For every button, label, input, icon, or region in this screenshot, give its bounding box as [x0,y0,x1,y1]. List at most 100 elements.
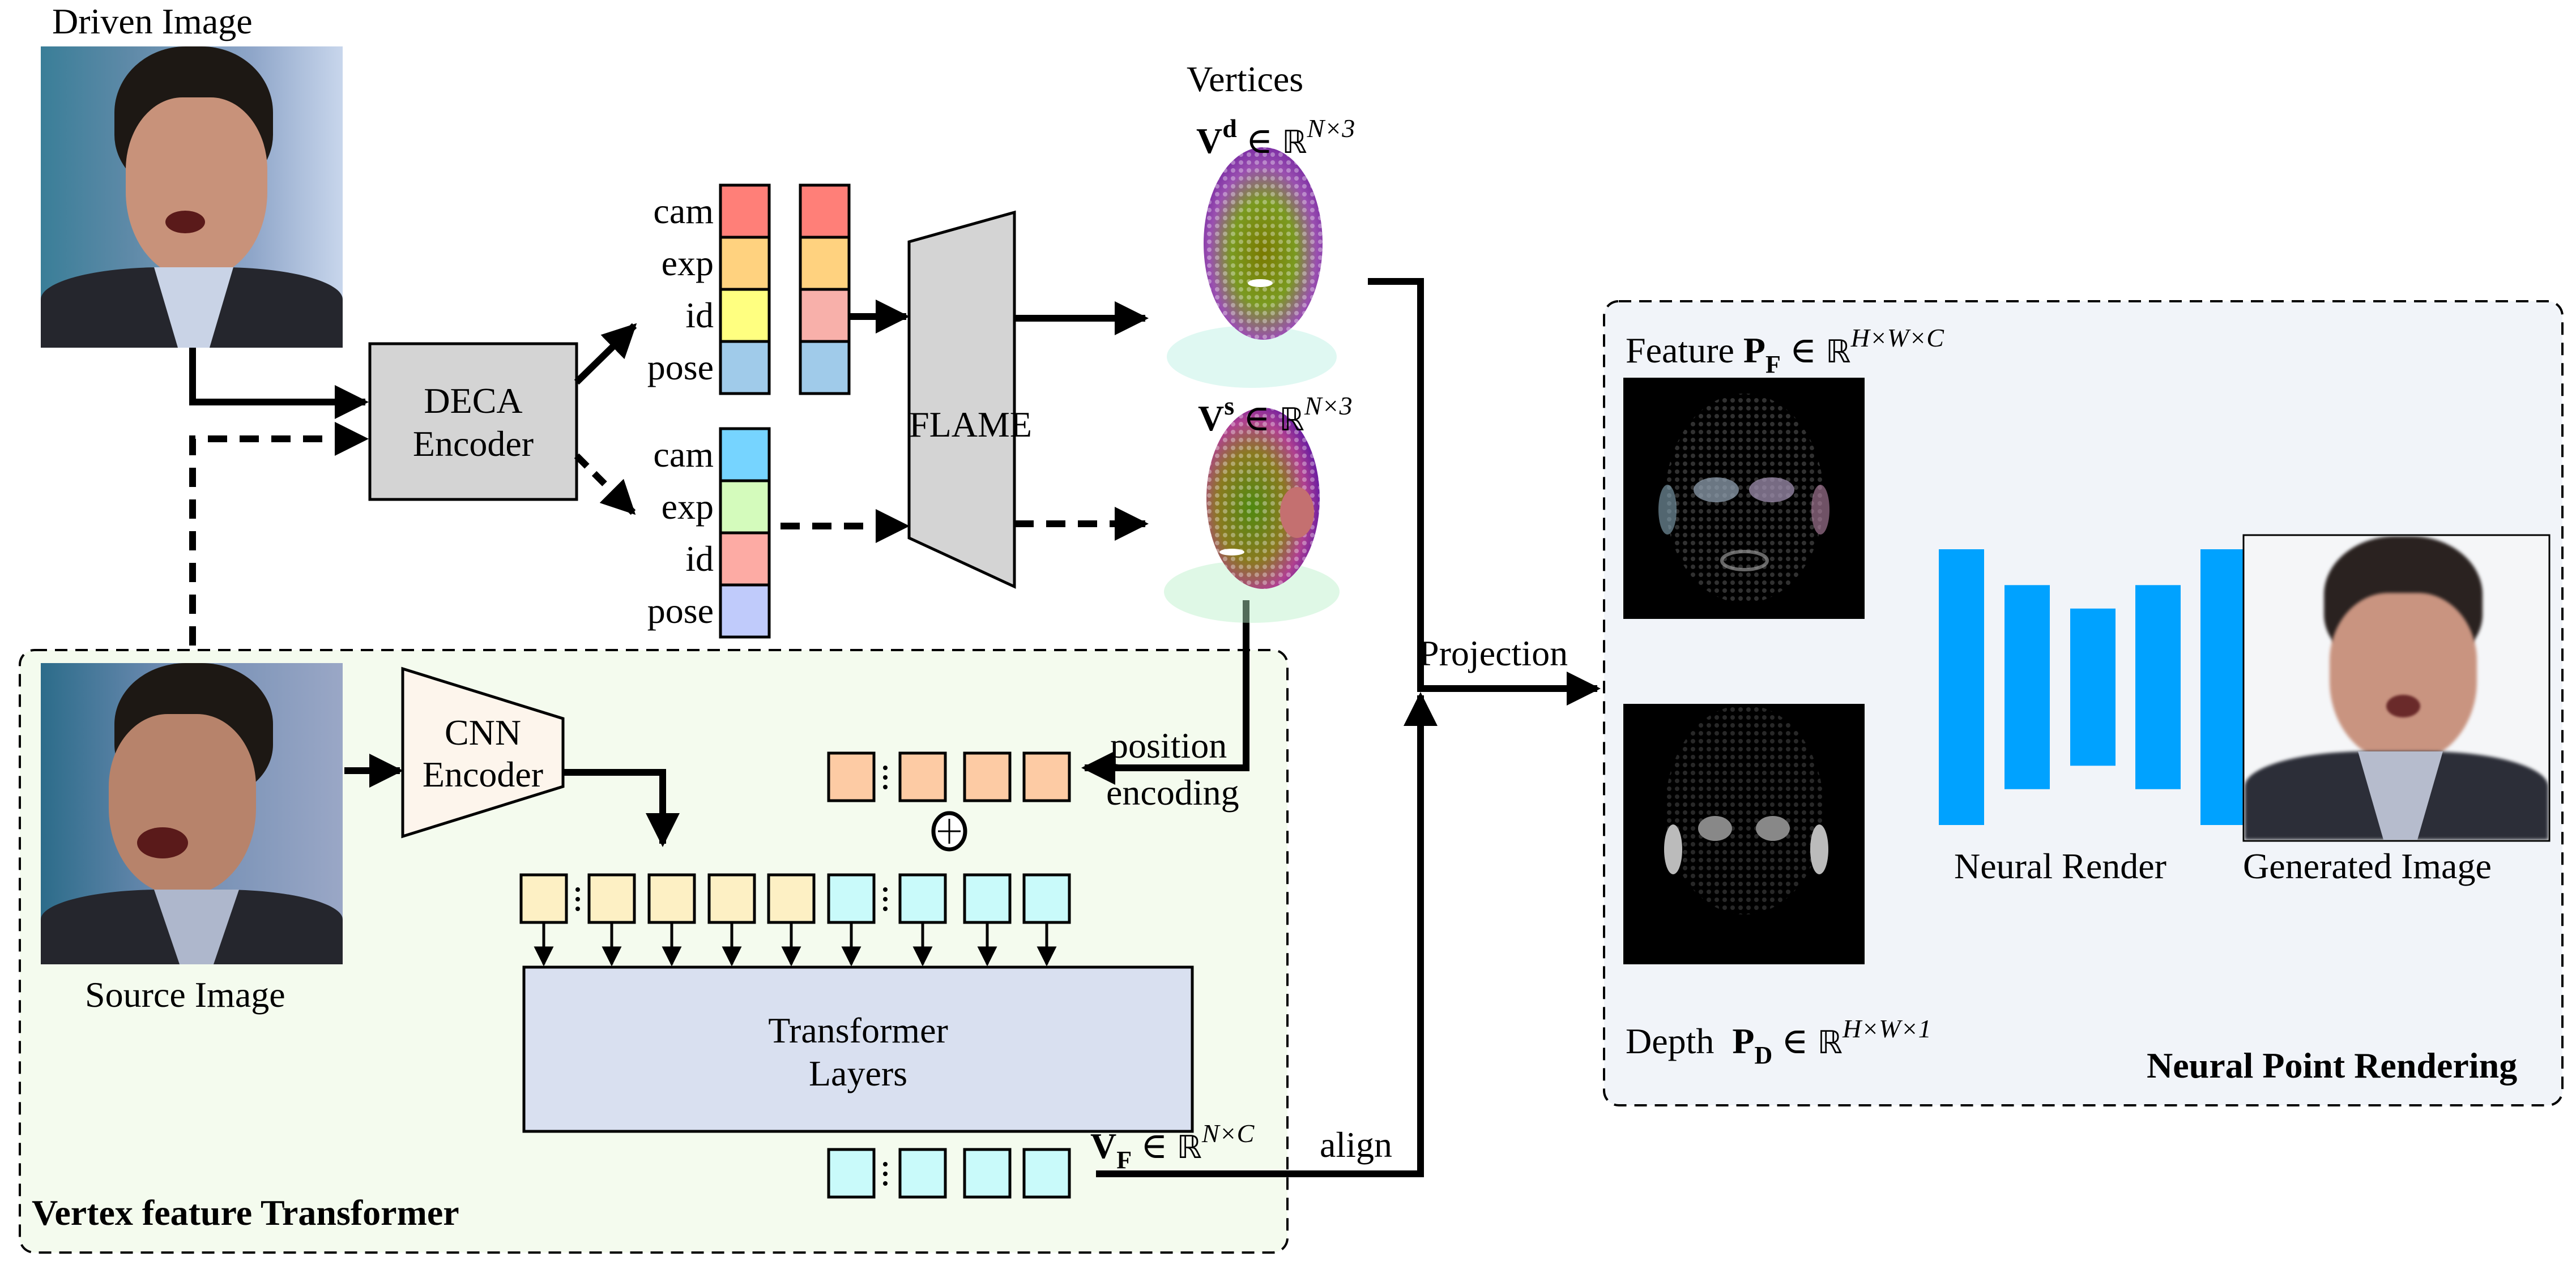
source-params-stack-cell-id [719,531,771,587]
vft-panel-title: Vertex feature Transformer [32,1193,459,1233]
image-feature-tokens-token [647,873,696,924]
ellipsis-dot [883,1181,888,1186]
neural-render-label: Neural Render [1954,846,2166,886]
mixed-params-stack-cell-cam [799,183,851,239]
mixed-params-stack-cell-exp [799,236,851,291]
driven-image [41,46,343,348]
position-encoding-label-line2: encoding [1106,772,1239,813]
depth-map-math: Depth PD ∈ ℝH×W×1 [1626,1014,1931,1069]
add-operator-icon [931,811,967,852]
deca-encoder-box [368,342,578,501]
cnn-encoder-label-line2: Encoder [422,754,544,794]
vertex-features-math: VF ∈ ℝN×C [1090,1119,1255,1174]
transformer-label-line1: Transformer [768,1010,948,1050]
cnn-encoder-label-line1: CNN [444,712,522,753]
ellipsis-dot [883,775,888,780]
driven-param-label-exp: exp [661,243,714,283]
driven-params-stack-cell-id [719,288,771,343]
ellipsis-dot [883,1172,888,1176]
image-feature-tokens-token [519,873,568,924]
ellipsis-dot [575,907,580,911]
neural-render-layer-bar [1939,549,1984,825]
arrow-deca-to-driven-params [574,323,637,385]
deca-encoder-label-line1: DECA [424,381,523,421]
image-feature-tokens-token [767,873,816,924]
generated-image-label: Generated Image [2243,846,2492,886]
neural-render-layer-bar [2135,585,2181,789]
neural-render-layer-bar [2200,549,2246,825]
source-vertices-point-cloud [1164,408,1340,623]
vertex-tokens-token [963,873,1012,924]
output-vertex-feature-tokens-token [963,1148,1012,1199]
driven-param-label-pose: pose [647,347,714,387]
driven-params-stack-cell-pose [719,340,771,395]
source-image [41,663,343,964]
image-feature-tokens-token [587,873,636,924]
output-vertex-feature-tokens [827,1148,1071,1199]
output-vertex-feature-tokens-token [1022,1148,1071,1199]
deca-encoder-label-line2: Encoder [412,424,534,464]
source-param-label-exp: exp [661,486,714,527]
align-label: align [1320,1125,1392,1165]
driven-param-label-id: id [685,295,714,335]
driven-params-stack-cell-exp [719,236,771,291]
arrow-aligned-features-to-projection [1096,692,1438,1177]
ellipsis-dot [575,897,580,901]
output-vertex-feature-tokens-token [827,1148,876,1199]
mixed-params-stack-cell-pose [799,340,851,395]
source-param-label-id: id [685,539,714,579]
position-encoding-label-line1: position [1110,725,1227,766]
image-feature-tokens-token [707,873,756,924]
vertices-label: Vertices [1187,59,1304,99]
source-param-label-pose: pose [647,591,714,631]
driven-params-stack [719,183,771,395]
ellipsis-dot [883,785,888,789]
projection-label: Projection [1419,633,1568,673]
image-feature-tokens [519,873,816,924]
flame-model-shape [907,210,1016,589]
generated-image [2245,536,2548,840]
driven-image-label: Driven Image [52,1,253,41]
npr-panel-title: Neural Point Rendering [2147,1045,2518,1085]
source-params-stack-cell-exp [719,479,771,535]
flame-label: FLAME [909,404,1032,445]
feature-map-image [1623,378,1865,619]
arrow-cnn-to-tokens [563,769,680,847]
arrow-source-vertices-to-position-encoding [1081,600,1249,785]
driven-vertices-point-cloud [1167,147,1337,388]
position-encoding-tokens-token [1022,751,1071,802]
source-params-stack-cell-pose [719,583,771,639]
output-vertex-feature-tokens-token [898,1148,947,1199]
source-param-label-cam: cam [653,434,714,475]
vertex-tokens-token [827,873,876,924]
depth-map-image [1623,704,1865,964]
position-encoding-tokens [827,751,1071,802]
source-params-stack [719,427,771,639]
position-encoding-tokens-token [827,751,876,802]
ellipsis-dot [883,887,888,892]
source-vertices-math: Vs ∈ ℝN×3 [1198,391,1353,438]
driven-param-label-cam: cam [653,191,714,231]
ellipsis-dot [883,907,888,911]
feature-map-math: Feature PF ∈ ℝH×W×C [1626,323,1944,378]
arrow-driven-to-deca [189,347,369,419]
ellipsis-dot [883,766,888,770]
driven-params-stack-cell-cam [719,183,771,239]
source-image-label: Source Image [85,975,285,1015]
mixed-params-stack-cell-id [799,288,851,343]
source-params-stack-cell-cam [719,427,771,482]
position-encoding-tokens-token [963,751,1012,802]
vertex-tokens-token [898,873,947,924]
connector-driven-vertices-to-projection [1368,278,1601,706]
transformer-layers-box [522,965,1194,1133]
vertex-tokens-token [1022,873,1071,924]
driven-vertices-math: Vd ∈ ℝN×3 [1196,114,1355,161]
neural-render-layer-bar [2004,585,2050,789]
transformer-label-line2: Layers [808,1053,908,1093]
ellipsis-dot [883,1162,888,1166]
ellipsis-dot [575,887,580,892]
position-encoding-tokens-token [898,751,947,802]
arrow-deca-to-source-params [574,453,636,515]
ellipsis-dot [883,897,888,901]
neural-render-layer-bar [2070,608,2116,766]
